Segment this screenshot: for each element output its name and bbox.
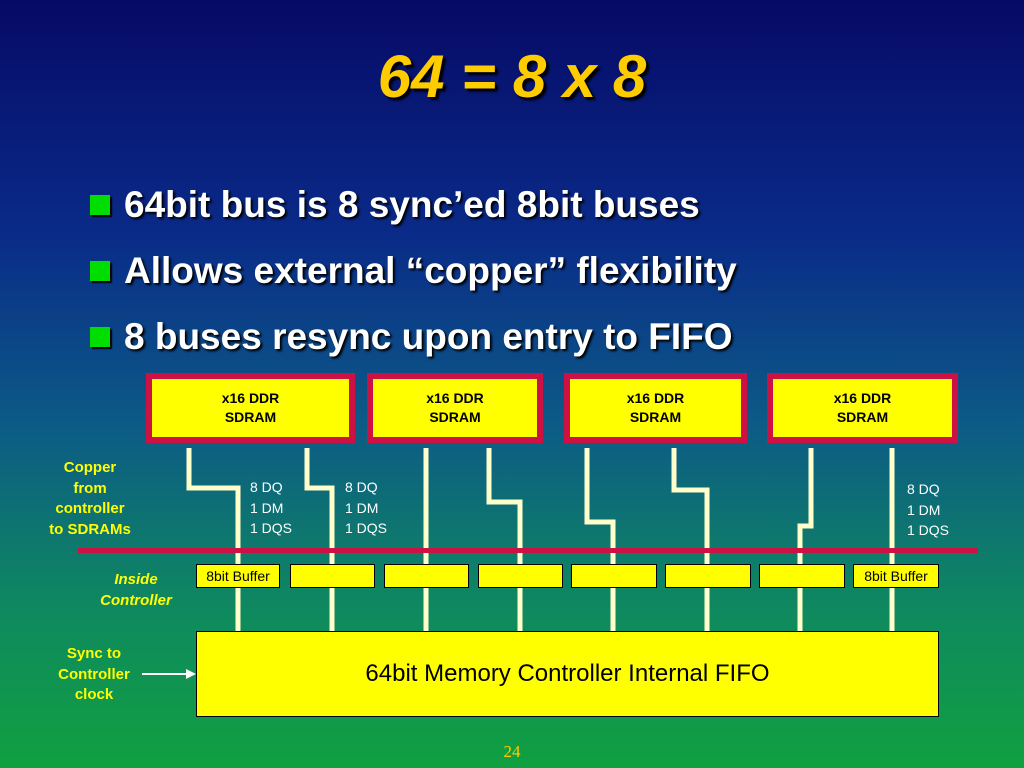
sdram-chip-1: x16 DDR SDRAM — [146, 373, 355, 443]
copper-label: Copper from controller to SDRAMs — [30, 458, 150, 540]
bullet-item: 64bit bus is 8 sync’ed 8bit buses — [90, 172, 737, 238]
chip-label-line1: x16 DDR — [426, 390, 484, 406]
pin-dq: 8 DQ — [345, 479, 378, 495]
square-bullet-icon — [90, 261, 110, 281]
page-number: 24 — [503, 742, 521, 761]
wire-4 — [584, 448, 616, 635]
sync-label-line: Sync to — [66, 645, 122, 662]
wire-1 — [304, 448, 335, 635]
pin-dm: 1 DM — [250, 499, 284, 516]
bullet-item: Allows external “copper” flexibility — [90, 238, 737, 304]
chip-label-line1: x16 DDR — [221, 390, 280, 406]
square-bullet-icon — [90, 327, 110, 347]
buffer-7 — [759, 564, 845, 588]
buffer-5 — [571, 564, 657, 588]
pin-dqs: 1 DQS — [907, 522, 950, 538]
bullet-list: 64bit bus is 8 sync’ed 8bit buses Allows… — [90, 172, 737, 370]
buffer-2 — [290, 564, 375, 588]
sdram-chip-4: x16 DDR SDRAM — [767, 373, 958, 443]
pin-dq: 8 DQ — [907, 481, 940, 497]
copper-label-line: controller — [55, 500, 125, 517]
buffer-6 — [665, 564, 751, 588]
buffer-4 — [478, 564, 563, 588]
sdram-chip-3: x16 DDR SDRAM — [564, 373, 747, 443]
sync-label-line: clock — [74, 686, 114, 703]
copper-rail — [78, 548, 978, 553]
buffer-3 — [384, 564, 469, 588]
buffer-1: 8bit Buffer — [196, 564, 280, 588]
chip-label-line2: SDRAM — [429, 409, 481, 425]
copper-label-line: to SDRAMs — [49, 520, 131, 538]
pin-dqs: 1 DQS — [345, 520, 388, 536]
sync-label-line: Controller — [58, 665, 130, 683]
bullet-text: 8 buses resync upon entry to FIFO — [124, 316, 733, 357]
pin-group-2: 8 DQ 1 DM 1 DQS — [345, 477, 387, 539]
chip-label-line2: SDRAM — [629, 409, 682, 425]
wire-0 — [186, 448, 241, 635]
bullet-text: Allows external “copper” flexibility — [124, 250, 737, 291]
pin-group-3: 8 DQ 1 DM 1 DQS — [907, 479, 949, 541]
square-bullet-icon — [90, 195, 110, 215]
copper-label-line: Copper — [63, 459, 117, 476]
inside-label-line: Controller — [100, 591, 172, 609]
slide-title: 64 = 8 x 8 — [377, 43, 647, 110]
inside-label-line: Inside — [114, 571, 158, 588]
copper-label-line: from — [73, 479, 107, 497]
inside-controller-label: Inside Controller — [80, 570, 192, 611]
sync-label: Sync to Controller clock — [40, 644, 148, 706]
bullet-item: 8 buses resync upon entry to FIFO — [90, 304, 737, 370]
pin-dm: 1 DM — [345, 499, 379, 516]
bullet-text: 64bit bus is 8 sync’ed 8bit buses — [124, 184, 700, 225]
chip-label-line2: SDRAM — [836, 409, 889, 425]
wire-3 — [486, 448, 523, 635]
sdram-chip-2: x16 DDR SDRAM — [367, 373, 543, 443]
chip-label-line1: x16 DDR — [833, 390, 892, 406]
wire-5 — [671, 448, 710, 635]
buffer-8: 8bit Buffer — [853, 564, 939, 588]
pin-group-1: 8 DQ 1 DM 1 DQS — [250, 477, 292, 539]
pin-dm: 1 DM — [907, 501, 941, 518]
chip-label-line2: SDRAM — [224, 409, 277, 425]
wire-6 — [797, 448, 814, 635]
arrow-right-icon — [142, 669, 196, 679]
pin-dq: 8 DQ — [250, 479, 283, 495]
pin-dqs: 1 DQS — [250, 520, 293, 536]
internal-fifo: 64bit Memory Controller Internal FIFO — [196, 631, 939, 717]
chip-label-line1: x16 DDR — [626, 390, 685, 406]
